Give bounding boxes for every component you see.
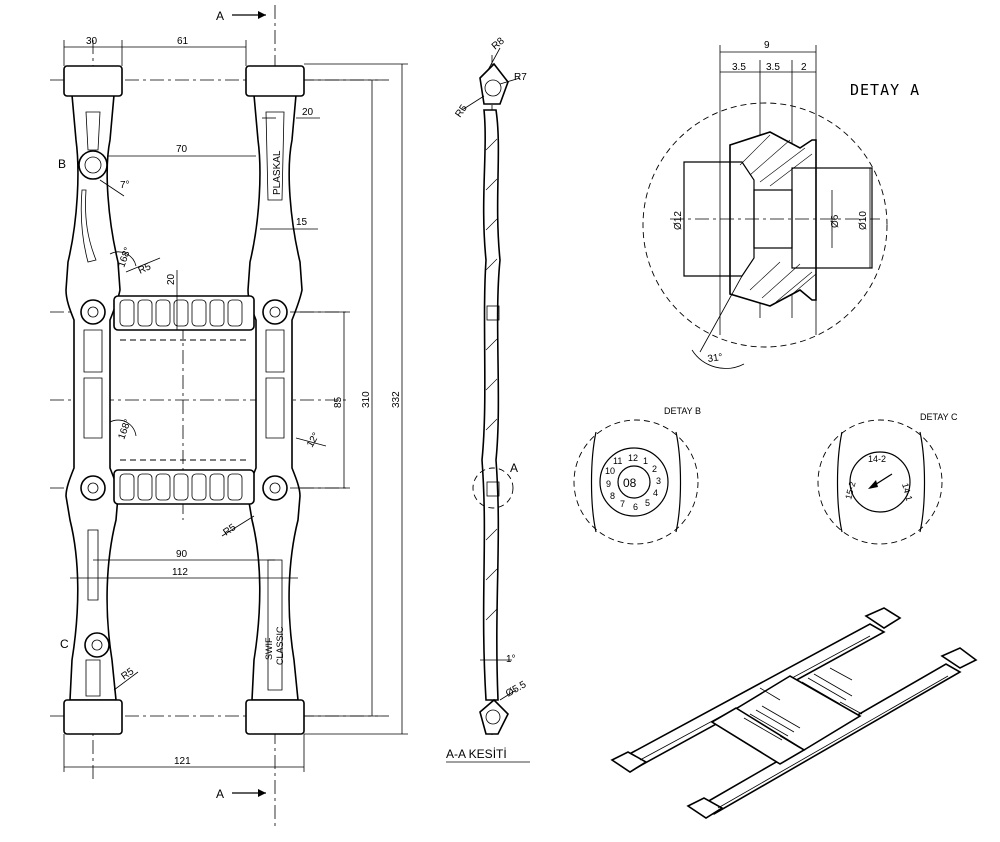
section-hatch: [485, 138, 498, 621]
detail-b-title: DETAY B: [664, 406, 701, 416]
sec-detail-ref-a: A: [510, 461, 518, 475]
embossed-brand-1: SWIF: [264, 637, 274, 660]
sec-radius-r5: R5: [453, 103, 470, 120]
dial-b-marker: [78, 150, 108, 180]
dim-20-top: 20: [302, 107, 314, 118]
detail-ref-c: C: [60, 637, 69, 651]
dim-70: 70: [176, 144, 188, 155]
embossed-brand-2: CLASSIC: [275, 626, 285, 665]
detail-ref-b: B: [58, 157, 66, 171]
dial-6: 6: [633, 502, 638, 512]
angle-168-bot: 168°: [116, 418, 133, 441]
angle-7: 7°: [120, 180, 130, 191]
angle-12: 12°: [305, 431, 322, 450]
bolt-holes: [80, 299, 288, 501]
dial-11: 11: [613, 456, 622, 466]
dim-332: 332: [391, 391, 402, 408]
detail-a-dim-3-5b: 3.5: [766, 62, 780, 73]
detail-a-dia-10: Ø10: [858, 211, 869, 230]
detail-c-title: DETAY C: [920, 412, 958, 422]
dial-10: 10: [605, 466, 615, 476]
dial-8: 8: [610, 491, 615, 501]
dim-121: 121: [174, 756, 191, 767]
dim-30: 30: [86, 36, 98, 47]
isometric-view: [610, 607, 978, 819]
front-view: PLASKAL SWIF CLASSIC B C 30 61 20 70 7° …: [50, 5, 408, 830]
dial-2: 2: [652, 464, 657, 474]
detail-a-dim-9: 9: [764, 40, 770, 51]
sec-angle-1: 1°: [506, 654, 516, 665]
dial-7: 7: [620, 499, 625, 509]
radius-r5-a: R5: [137, 261, 154, 277]
dial-numbers: 12 1 2 3 4 5 6 7 8 9 10 11: [605, 453, 661, 512]
dim-90: 90: [176, 549, 188, 560]
section-marker-top: A: [216, 9, 224, 23]
detail-a-angle-31: 31°: [707, 352, 724, 365]
embossed-plaskal: PLASKAL: [272, 150, 283, 195]
dim-15: 15: [296, 217, 308, 228]
detail-c-right: 14-1: [900, 482, 914, 502]
dial-c-marker: [84, 632, 110, 658]
dim-61: 61: [177, 36, 189, 47]
dim-85: 85: [333, 396, 344, 408]
sec-dia-5-5: Ø5.5: [504, 679, 529, 700]
dim-310: 310: [361, 391, 372, 408]
dial-1: 1: [643, 456, 648, 466]
detail-a-dim-2: 2: [801, 62, 807, 73]
dial-3: 3: [656, 476, 661, 486]
dim-112: 112: [172, 567, 188, 578]
dial-5: 5: [645, 498, 650, 508]
detail-c: 14-2 15-2 14-1 DETAY C: [817, 412, 958, 545]
detail-c-left: 15-2: [843, 481, 857, 501]
sec-radius-r8: R8: [490, 35, 507, 52]
dial-9: 9: [606, 479, 611, 489]
section-marker-bottom: A: [216, 787, 224, 801]
detail-a-title: DETAY A: [850, 81, 920, 99]
detail-b: 12 1 2 3 4 5 6 7 8 9 10 11 08 DETAY B: [573, 406, 701, 545]
section-title: A-A KESİTİ: [446, 747, 507, 761]
detail-a-hatch: [739, 134, 817, 303]
radius-r5-c: R5: [119, 666, 136, 683]
iso-slots: [743, 673, 853, 741]
detail-a-dia-12: Ø12: [673, 211, 684, 230]
dial-center: 08: [623, 476, 637, 490]
dial-4: 4: [653, 488, 658, 498]
radius-r5-b: R5: [221, 522, 238, 539]
detail-a-dia-6: Ø6: [830, 214, 841, 228]
detail-a-dim-3-5a: 3.5: [732, 62, 746, 73]
detail-a: 9 3.5 3.5 2 Ø12 Ø6 Ø10 31° DETAY: [642, 40, 920, 369]
detail-c-center: 14-2: [868, 454, 886, 464]
dim-20-mid: 20: [166, 273, 177, 285]
dial-12: 12: [628, 453, 638, 463]
sec-radius-r7: R7: [514, 72, 527, 83]
rung-slots: [119, 299, 243, 501]
section-a-a: R8 R7 R5 A 1° Ø5.5 A-A KESİTİ: [446, 35, 530, 763]
